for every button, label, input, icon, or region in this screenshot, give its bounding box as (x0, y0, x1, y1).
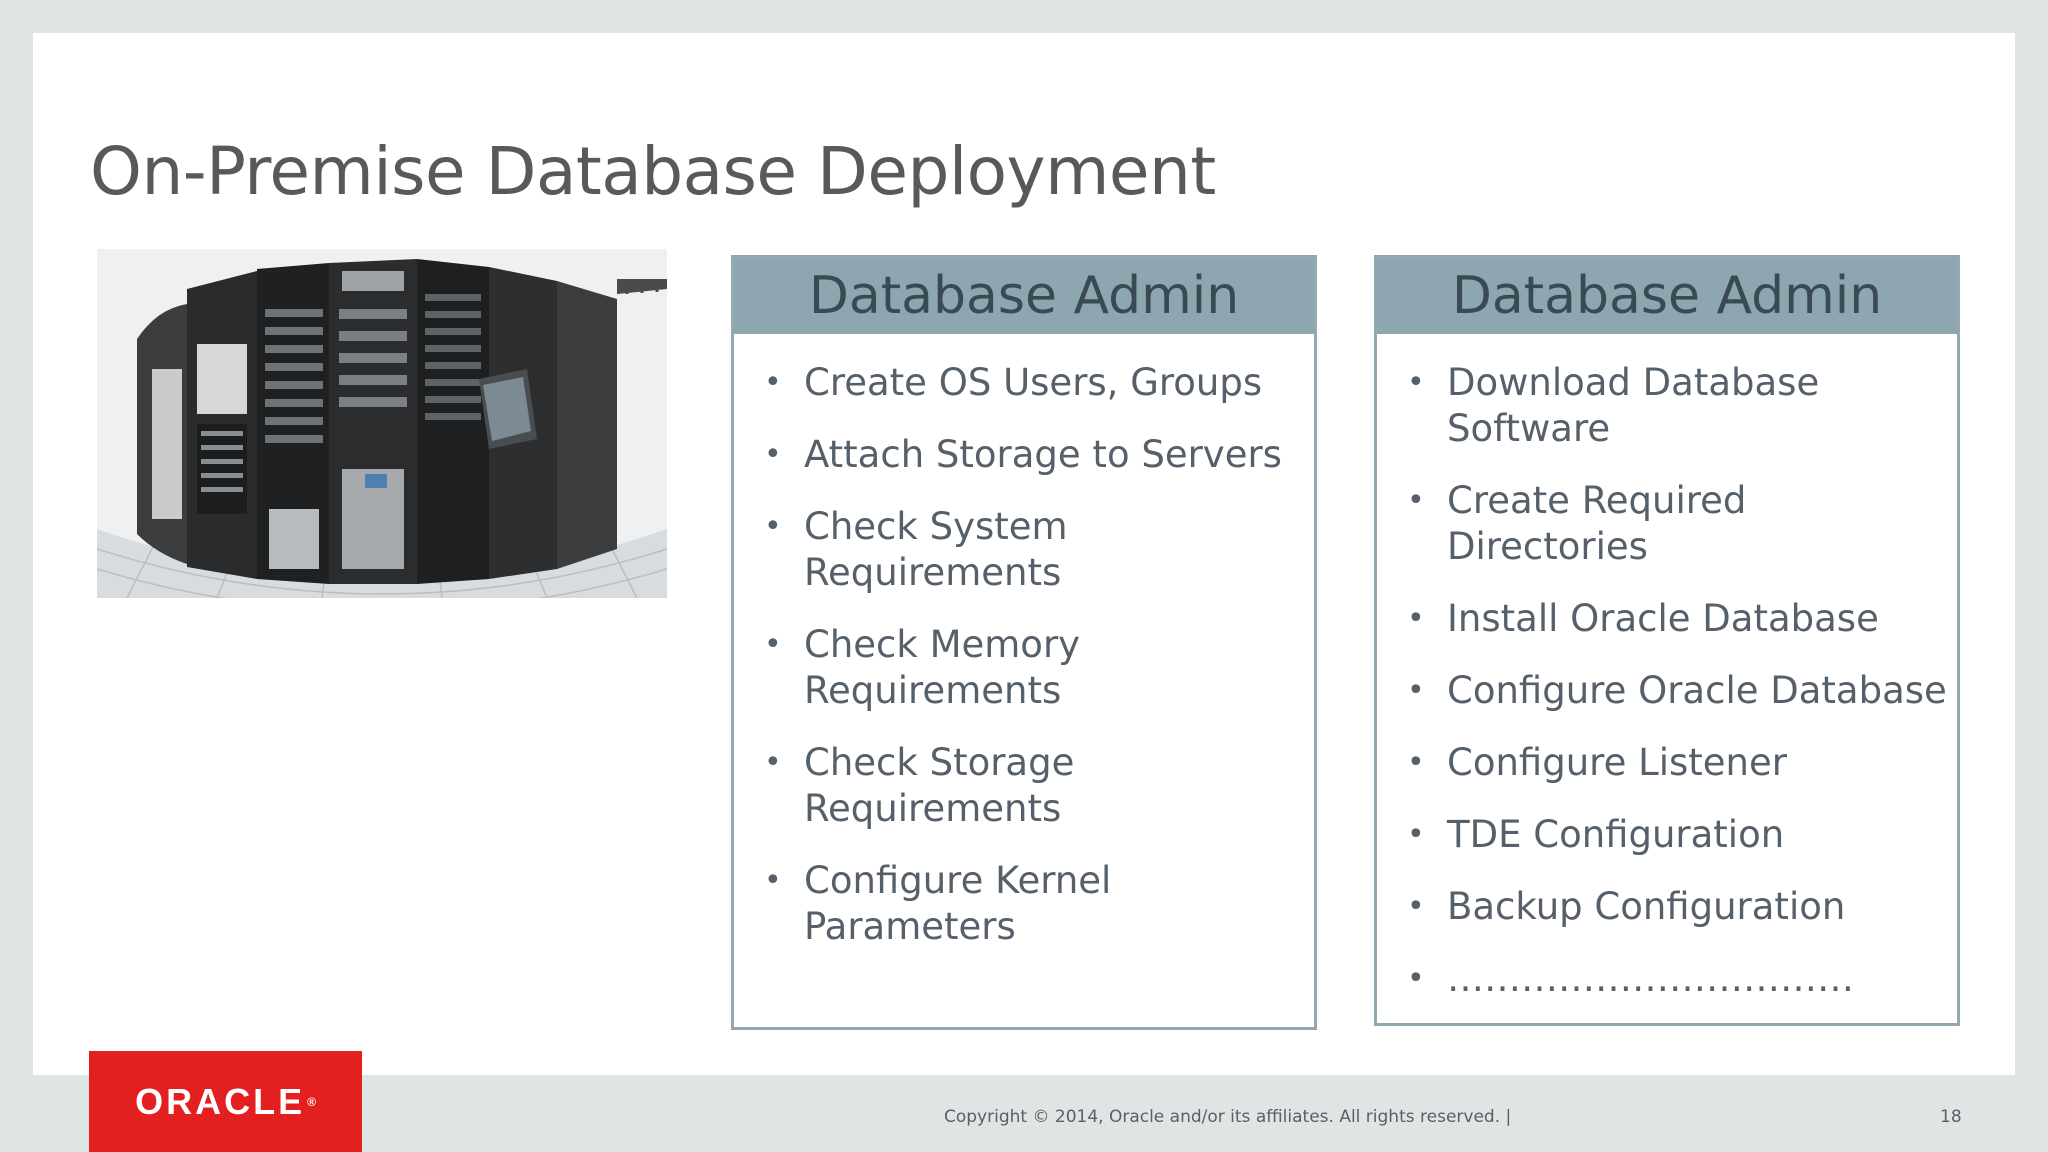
list-item: Configure Kernel Parameters (734, 858, 1314, 950)
task-list: Create OS Users, Groups Attach Storage t… (734, 334, 1314, 950)
list-item: Check Storage Requirements (734, 740, 1314, 832)
list-item: Check Memory Requirements (734, 622, 1314, 714)
list-item: Configure Oracle Database (1377, 668, 1957, 714)
list-item: Configure Listener (1377, 740, 1957, 786)
server-rack-image (97, 249, 667, 598)
oracle-logo: ORACLE® (89, 1051, 362, 1152)
panel-heading: Database Admin (1377, 258, 1957, 334)
page-number: 18 (1940, 1107, 1962, 1127)
list-item: Check System Requirements (734, 504, 1314, 596)
oracle-logo-text: ORACLE (135, 1080, 306, 1122)
list-item: Create OS Users, Groups (734, 360, 1314, 406)
panel-heading: Database Admin (734, 258, 1314, 334)
panel-database-admin-right: Database Admin Download Database Softwar… (1374, 255, 1960, 1026)
copyright-notice: Copyright © 2014, Oracle and/or its affi… (944, 1107, 1512, 1127)
slide-title: On-Premise Database Deployment (90, 133, 1216, 210)
list-item: Install Oracle Database (1377, 596, 1957, 642)
list-item: Backup Configuration (1377, 884, 1957, 930)
registered-mark-icon: ® (307, 1094, 316, 1109)
list-item: Attach Storage to Servers (734, 432, 1314, 478)
panel-database-admin-left: Database Admin Create OS Users, Groups A… (731, 255, 1317, 1030)
list-item: TDE Configuration (1377, 812, 1957, 858)
list-item: …………………………… (1377, 956, 1957, 1002)
task-list: Download Database Software Create Requir… (1377, 334, 1957, 1002)
list-item: Download Database Software (1377, 360, 1957, 452)
list-item: Create Required Directories (1377, 478, 1957, 570)
